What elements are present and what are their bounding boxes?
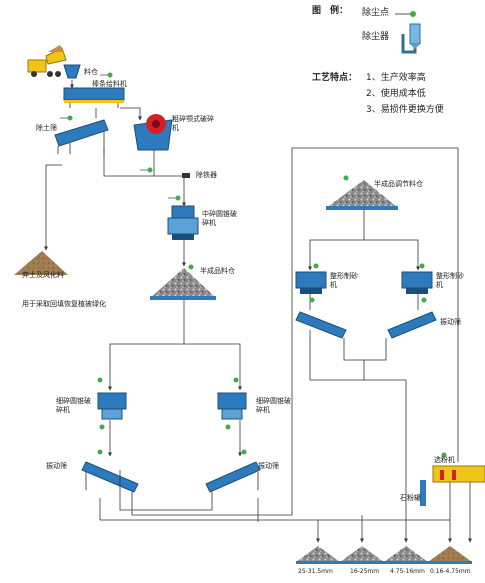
waste-use-label: 用于采取回填恢复植被绿化 [22,300,106,308]
stone-powder-tank-icon [420,480,426,506]
vibrating-screen-left-icon [81,461,139,498]
semi-product-bin-label: 半成品料仓 [200,267,235,275]
legend-dust-collector-label: 除尘器 [362,32,390,42]
fine-cone-crusher-left-icon [97,392,127,420]
legend-dust-point-label: 除尘点 [362,8,390,18]
product-pile-1-icon [296,546,340,564]
vibrating-screen-upper-right-icon [387,311,437,339]
waste-pile-icon [14,251,68,275]
sand-maker-left-label: 整形制砂机 [330,272,358,289]
iron-remover-icon [182,173,190,178]
vibrating-screen-right-label: 振动筛 [258,462,279,470]
vibrating-screen-right-icon [205,461,261,498]
fine-cone-crusher-right-label: 细碎圆锥破碎机 [256,397,291,414]
grizzly-feeder-icon [63,87,125,108]
feature-item-1: 1、生产效率高 [366,73,426,83]
powder-separator-icon [432,465,485,483]
product-size-2: 16-25mm [350,568,380,575]
mid-cone-crusher-label: 中碎圆锥破碎机 [202,210,237,227]
bin-label: 料仓 [84,68,98,76]
mid-cone-crusher-icon [167,205,199,240]
grizzly-feeder-label: 棒条给料机 [92,80,127,88]
dust-points [60,72,447,458]
product-size-4: 0.16-4.75mm [430,568,471,575]
product-size-3: 4.75-16mm [390,568,425,575]
vibrating-screen-left-label: 振动筛 [46,462,67,470]
legend-title: 图 例： [312,6,349,16]
sand-maker-right-icon [401,271,433,294]
semi-regulating-bin-icon [326,180,398,210]
legend-dust-point-icon [395,11,416,17]
soil-screen-label: 除土筛 [36,124,57,132]
soil-screen-icon [54,119,109,154]
bin-icon [63,64,81,79]
feature-item-2: 2、使用成本低 [366,89,426,99]
flow-lines [44,107,472,543]
fine-cone-crusher-left-label: 细碎圆锥破碎机 [56,397,91,414]
powder-separator-label: 选粉机 [434,456,455,464]
dump-truck-icon [27,45,67,77]
waste-soil-label: 弃土及风化料 [22,271,64,279]
jaw-crusher-label: 粗碎颚式破碎机 [172,115,214,132]
sand-maker-left-icon [295,271,327,294]
legend-dust-collector-icon [401,23,421,54]
semi-product-pile-icon [150,268,216,300]
feature-item-3: 3、易损件更换方便 [366,105,444,115]
product-pile-3-icon [384,546,428,564]
sand-maker-right-label: 整形制砂机 [436,272,464,289]
iron-remover-label: 除铁器 [196,171,217,179]
vibrating-screen-upper-label: 振动筛 [440,318,461,326]
product-pile-2-icon [340,546,384,564]
vibrating-screen-upper-left-icon [295,311,347,339]
product-size-1: 25-31.5mm [298,568,333,575]
stone-powder-tank-label: 石粉罐 [400,494,421,502]
fine-cone-crusher-right-icon [217,392,247,420]
product-pile-4-icon [428,546,472,564]
semi-regulating-bin-label: 半成品调节料仓 [374,180,423,188]
features-title: 工艺特点： [312,73,358,83]
jaw-crusher-icon [133,114,173,151]
